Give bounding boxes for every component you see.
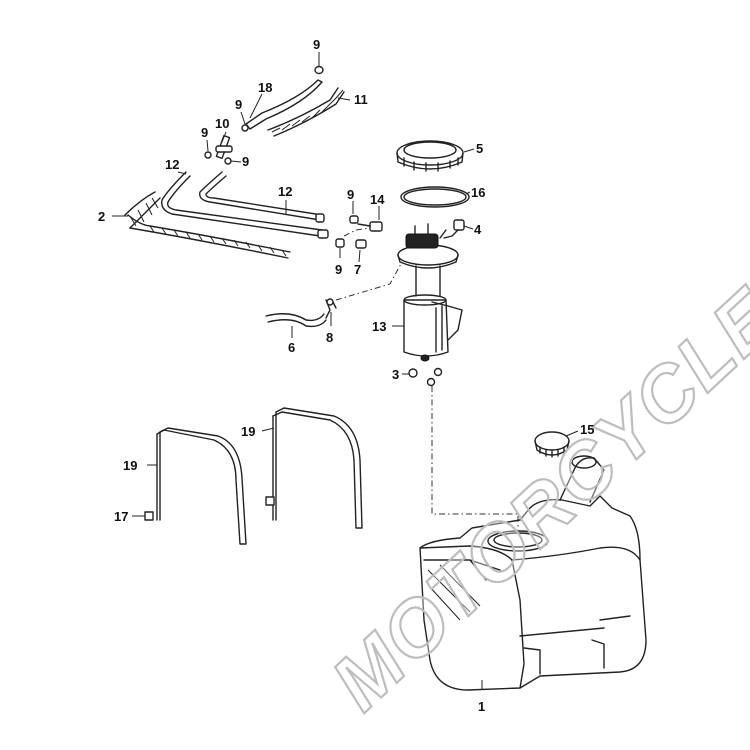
label-1: 1	[478, 699, 485, 714]
label-9: 9	[242, 154, 249, 169]
clamp-8	[325, 298, 337, 319]
label-13: 13	[372, 319, 386, 334]
label-9: 9	[347, 187, 354, 202]
label-3: 3	[392, 367, 399, 382]
hose-18	[245, 79, 323, 130]
label-2: 2	[98, 209, 105, 224]
label-14: 14	[370, 192, 385, 207]
connector-14	[357, 221, 383, 232]
label-10: 10	[215, 116, 229, 131]
label-6: 6	[288, 340, 295, 355]
hose-11	[267, 87, 345, 137]
label-16: 16	[471, 185, 485, 200]
label-4: 4	[474, 222, 482, 237]
strap-19-left	[144, 427, 247, 545]
leader-lines	[112, 52, 579, 690]
label-9: 9	[335, 262, 342, 277]
clamp-9-top	[241, 65, 324, 132]
label-11: 11	[354, 92, 368, 107]
lock-ring-5	[396, 140, 464, 172]
pipe-12-left	[161, 171, 329, 239]
fuel-pump-13	[397, 223, 463, 362]
filler-cap-15	[534, 431, 570, 458]
label-12: 12	[278, 184, 292, 199]
fitting-10	[215, 134, 233, 160]
label-9: 9	[201, 125, 208, 140]
pipe-12-right	[199, 171, 325, 223]
label-7: 7	[354, 262, 361, 277]
label-19: 19	[241, 424, 255, 439]
hose-2	[124, 191, 291, 259]
connector-7	[355, 239, 367, 249]
nut-3	[408, 367, 443, 387]
label-8: 8	[326, 330, 333, 345]
strap-19-right	[265, 407, 363, 529]
label-19: 19	[123, 458, 137, 473]
label-9: 9	[235, 97, 242, 112]
fuel-tank-1	[419, 455, 647, 691]
clamp-9-mid	[335, 215, 359, 248]
assembly-lines	[335, 227, 519, 530]
label-17: 17	[114, 509, 128, 524]
label-15: 15	[580, 422, 594, 437]
label-9: 9	[313, 37, 320, 52]
callout-labels: 9 18 11 9 10 9 9 12 5 12 9 14 16 2 4 9 7…	[98, 37, 594, 714]
hose-6	[265, 313, 327, 328]
sensor-4	[443, 219, 465, 239]
label-5: 5	[476, 141, 483, 156]
label-18: 18	[258, 80, 272, 95]
o-ring-16	[400, 186, 470, 208]
label-12: 12	[165, 157, 179, 172]
